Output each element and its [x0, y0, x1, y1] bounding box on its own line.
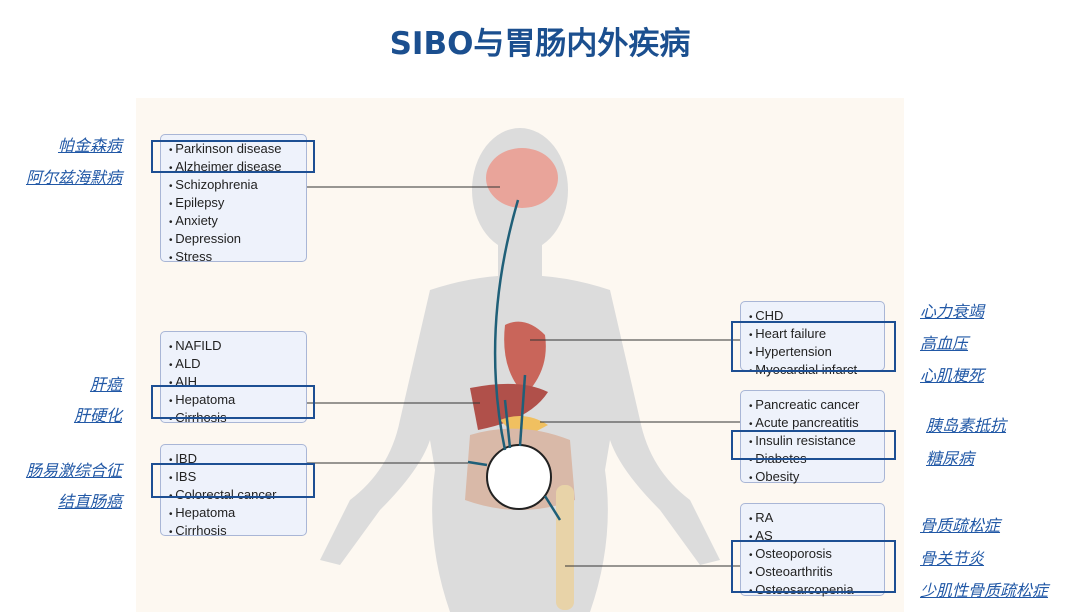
highlight-heart	[731, 321, 896, 372]
list-item: Insulin resistance	[749, 433, 884, 451]
pancreas-disease-box: Pancreatic cancer Acute pancreatitis Ins…	[740, 390, 885, 484]
list-item: Hepatoma	[169, 392, 306, 410]
highlight-brain	[151, 140, 315, 173]
label-myocardial: 心肌梗死	[920, 366, 985, 385]
list-item: Anxiety	[169, 213, 306, 231]
list-item: Cirrhosis	[169, 523, 306, 541]
list-item: Alzheimer disease	[169, 159, 306, 177]
list-item: RA	[749, 510, 884, 528]
label-cirrhosis: 肝硬化	[73, 406, 122, 425]
brain-disease-box: Parkinson disease Alzheimer disease Schi…	[160, 134, 307, 264]
label-osteosarcopenia: 少肌性骨质疏松症	[920, 581, 1049, 600]
label-parkinson: 帕金森病	[57, 136, 122, 155]
list-item: Heart failure	[749, 326, 884, 344]
liver-disease-box: NAFILD ALD AIH Hepatoma Cirrhosis	[160, 331, 307, 425]
list-item: Myocardial infarct	[749, 362, 884, 380]
list-item: CHD	[749, 308, 884, 326]
label-hypertension: 高血压	[920, 334, 969, 353]
list-item: Hepatoma	[169, 505, 306, 523]
highlight-pancreas	[731, 430, 896, 460]
list-item: IBD	[169, 451, 306, 469]
gut-disease-box: IBD IBS Colorectal cancer Hepatoma Cirrh…	[160, 444, 307, 538]
liver-icon	[470, 383, 548, 430]
list-item: Acute pancreatitis	[749, 415, 884, 433]
bone-icon	[556, 485, 574, 610]
list-item: Schizophrenia	[169, 177, 306, 195]
list-item: Pancreatic cancer	[749, 397, 884, 415]
page-title: SIBO与胃肠内外疾病	[389, 26, 691, 62]
bone-disease-box: RA AS Osteoporosis Osteoarthritis Osteos…	[740, 503, 885, 597]
label-ibs: 肠易激综合征	[25, 461, 122, 480]
list-item: Hypertension	[749, 344, 884, 362]
list-item: Stress	[169, 249, 306, 267]
list-item: Osteosarcopenia	[749, 582, 884, 600]
list-item: AS	[749, 528, 884, 546]
arrows	[467, 199, 562, 521]
list-item: IBS	[169, 469, 306, 487]
heart-disease-box: CHD Heart failure Hypertension Myocardia…	[740, 301, 885, 377]
list-item: Obesity	[749, 469, 884, 487]
list-item: Osteoporosis	[749, 546, 884, 564]
label-insulin: 胰岛素抵抗	[926, 416, 1007, 435]
list-item: Colorectal cancer	[169, 487, 306, 505]
label-colorectal: 结直肠癌	[57, 492, 122, 511]
highlight-gut	[151, 463, 315, 498]
list-item: Depression	[169, 231, 306, 249]
pancreas-icon	[500, 416, 548, 440]
highlight-liver	[151, 385, 315, 419]
label-osteoarthritis: 骨关节炎	[920, 549, 985, 568]
gut-microbiome-icon	[486, 444, 552, 510]
label-osteoporosis: 骨质疏松症	[920, 516, 1001, 535]
label-diabetes: 糖尿病	[926, 449, 975, 468]
connector-lines	[307, 186, 740, 567]
label-alzheimer: 阿尔兹海默病	[25, 168, 122, 187]
list-item: Parkinson disease	[169, 141, 306, 159]
label-hepatoma: 肝癌	[89, 375, 122, 394]
list-item: Osteoarthritis	[749, 564, 884, 582]
highlight-bone	[731, 540, 896, 593]
list-item: ALD	[169, 356, 306, 374]
list-item: NAFILD	[169, 338, 306, 356]
brain-icon	[486, 148, 558, 208]
label-heart-failure: 心力衰竭	[920, 302, 985, 321]
list-item: Epilepsy	[169, 195, 306, 213]
